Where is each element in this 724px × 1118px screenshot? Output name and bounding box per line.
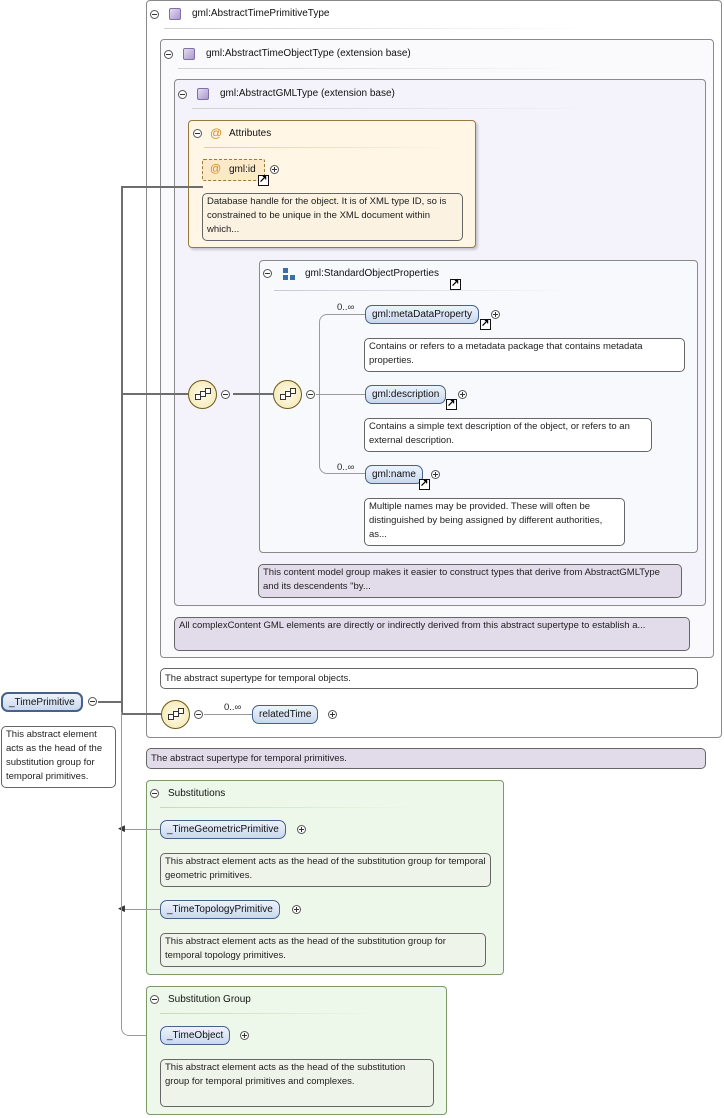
time-geometric-primitive-note: This abstract element acts as the head o… [160, 853, 491, 887]
collapse-icon[interactable] [178, 90, 187, 99]
standard-object-properties-note: This content model group makes it easier… [258, 564, 682, 598]
connector [121, 186, 123, 714]
occurs-label: 0..∞ [337, 302, 355, 313]
connector [124, 909, 160, 910]
time-primitive-type-note: The abstract supertype for temporal prim… [146, 748, 706, 769]
collapse-icon[interactable] [150, 10, 159, 19]
sequence-compositor-icon[interactable] [188, 380, 217, 409]
divider [274, 290, 574, 291]
attributes-title: Attributes [229, 128, 272, 139]
link-arrow-icon[interactable] [258, 173, 269, 186]
time-object-type-note: The abstract supertype for temporal obje… [160, 668, 698, 689]
expand-icon[interactable] [292, 905, 301, 914]
attribute-id-label: gml:id [229, 164, 256, 175]
type-icon [197, 88, 209, 100]
attribute-icon: @ [210, 126, 223, 140]
link-arrow-icon[interactable] [450, 277, 461, 290]
element-time-topology-primitive[interactable]: _TimeTopologyPrimitive [160, 900, 280, 919]
gml-type-note: All complexContent GML elements are dire… [174, 617, 690, 651]
substitution-group-title: Substitution Group [168, 994, 251, 1005]
collapse-icon[interactable] [194, 710, 203, 719]
expand-icon[interactable] [328, 710, 337, 719]
element-metadata-property[interactable]: gml:metaDataProperty [365, 305, 480, 324]
occurs-label: 0..∞ [337, 462, 355, 473]
type-icon [183, 48, 195, 60]
connector [316, 394, 366, 395]
connector [121, 393, 188, 395]
type-icon [169, 8, 181, 20]
element-name[interactable]: gml:name [365, 465, 423, 484]
metadata-property-note: Contains or refers to a metadata package… [364, 338, 685, 372]
attribute-icon: @ [210, 163, 222, 175]
substitutions-title: Substitutions [168, 788, 226, 799]
root-element-time-primitive[interactable]: _TimePrimitive [1, 692, 83, 712]
expand-icon[interactable] [297, 825, 306, 834]
element-time-geometric-primitive[interactable]: _TimeGeometricPrimitive [160, 820, 286, 839]
element-description[interactable]: gml:description [365, 385, 447, 404]
connector [233, 393, 273, 395]
link-arrow-icon[interactable] [419, 477, 430, 490]
link-arrow-icon[interactable] [480, 317, 491, 330]
collapse-icon[interactable] [150, 789, 159, 798]
connector [121, 186, 203, 188]
divider [178, 68, 578, 69]
occurs-label: 0..∞ [224, 702, 242, 713]
element-time-object[interactable]: _TimeObject [160, 1026, 231, 1045]
collapse-icon[interactable] [150, 995, 159, 1004]
collapse-icon[interactable] [88, 697, 97, 706]
description-note: Contains a simple text description of th… [364, 418, 652, 452]
standard-object-properties-title: gml:StandardObjectProperties [305, 268, 439, 279]
element-related-time[interactable]: relatedTime [252, 705, 319, 724]
sequence-compositor-icon[interactable] [161, 700, 190, 729]
expand-icon[interactable] [491, 310, 500, 319]
connector [98, 701, 123, 703]
divider [160, 807, 420, 808]
name-note: Multiple names may be provided. These wi… [364, 498, 625, 546]
collapse-icon[interactable] [193, 129, 202, 138]
link-arrow-icon[interactable] [446, 397, 457, 410]
root-note: This abstract element acts as the head o… [1, 726, 116, 788]
expand-icon[interactable] [270, 165, 279, 174]
type-title-time-primitive: gml:AbstractTimePrimitiveType [192, 8, 330, 19]
time-topology-primitive-note: This abstract element acts as the head o… [160, 933, 486, 967]
connector [319, 314, 365, 474]
group-icon [283, 268, 295, 280]
connector [121, 713, 161, 715]
collapse-icon[interactable] [164, 50, 173, 59]
collapse-icon[interactable] [306, 390, 315, 399]
type-title-gml: gml:AbstractGMLType (extension base) [220, 88, 395, 99]
divider [204, 147, 454, 148]
connector [204, 714, 252, 715]
divider [192, 108, 592, 109]
attribute-id-note: Database handle for the object. It is of… [202, 193, 463, 241]
sequence-compositor-icon[interactable] [273, 380, 302, 409]
expand-icon[interactable] [458, 390, 467, 399]
type-title-time-object: gml:AbstractTimeObjectType (extension ba… [206, 48, 411, 59]
collapse-icon[interactable] [263, 269, 272, 278]
time-object-note: This abstract element acts as the head o… [160, 1059, 434, 1107]
divider [160, 1013, 380, 1014]
attribute-gml-id[interactable] [202, 159, 265, 181]
collapse-icon[interactable] [221, 390, 230, 399]
expand-icon[interactable] [240, 1031, 249, 1040]
connector [124, 829, 160, 830]
expand-icon[interactable] [431, 470, 440, 479]
divider [164, 28, 594, 29]
connector [121, 712, 161, 1036]
